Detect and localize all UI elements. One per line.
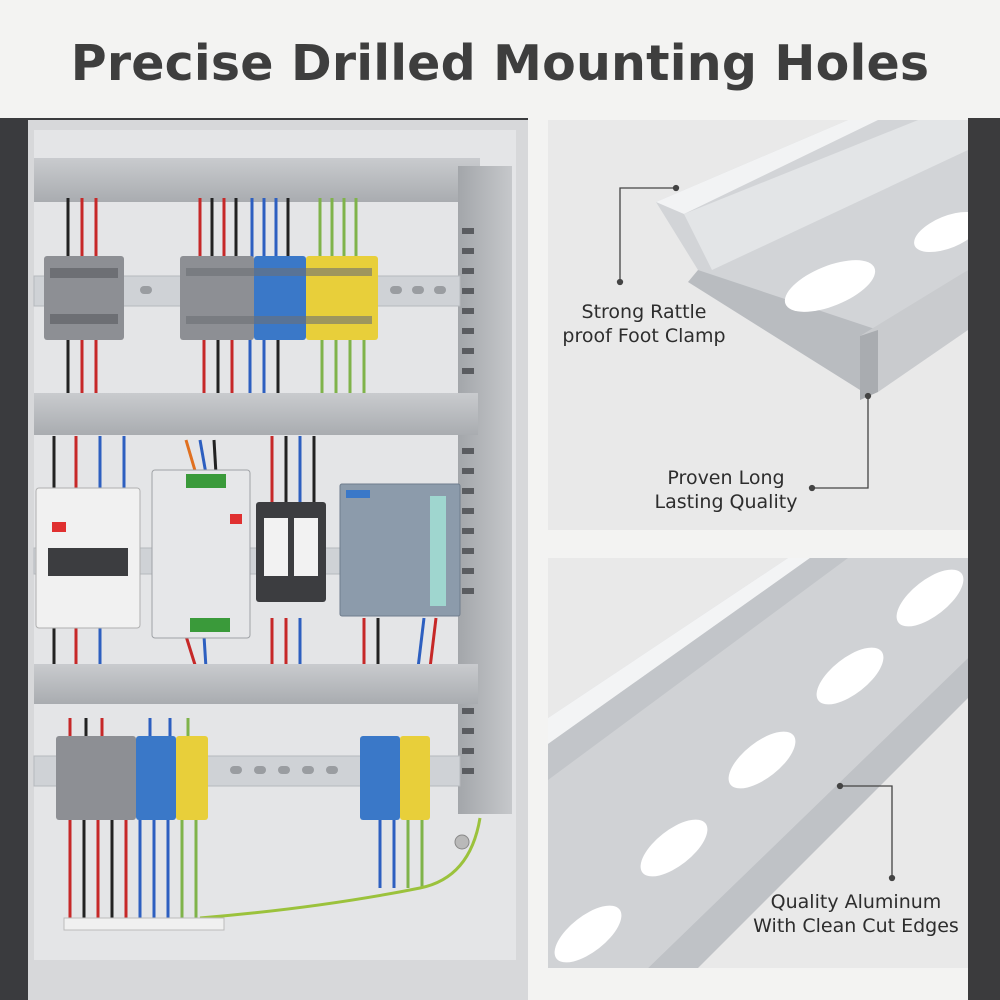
electrical-cabinet-image bbox=[0, 118, 528, 1000]
slotted-rail-image bbox=[548, 558, 968, 968]
relay-modules bbox=[256, 502, 326, 602]
page-title: Precise Drilled Mounting Holes bbox=[70, 35, 930, 92]
vertical-wire-duct bbox=[458, 166, 512, 814]
callout-quality-line2: Lasting Quality bbox=[654, 491, 798, 513]
circuit-breaker bbox=[35, 487, 141, 629]
power-supply bbox=[151, 469, 251, 639]
callout-quality-line1: Proven Long bbox=[667, 467, 785, 489]
plc-controller bbox=[339, 483, 461, 617]
rail-clamp-panel: Strong Rattle proof Foot Clamp Proven Lo… bbox=[548, 120, 968, 530]
callout-aluminum-line2: With Clean Cut Edges bbox=[753, 915, 959, 937]
callout-foot-clamp-line2: proof Foot Clamp bbox=[562, 325, 726, 347]
rail-holes-panel: Quality Aluminum With Clean Cut Edges bbox=[548, 558, 968, 968]
callout-quality: Proven Long Lasting Quality bbox=[646, 466, 806, 514]
right-border bbox=[968, 118, 1000, 1000]
callout-foot-clamp: Strong Rattle proof Foot Clamp bbox=[554, 300, 734, 348]
callout-aluminum-line1: Quality Aluminum bbox=[770, 891, 942, 913]
callout-aluminum: Quality Aluminum With Clean Cut Edges bbox=[744, 890, 968, 938]
terminal-blocks-row-1 bbox=[44, 256, 378, 340]
callout-lines-bottom bbox=[836, 782, 896, 882]
callout-lines-top bbox=[616, 184, 872, 492]
terminal-blocks-row-3 bbox=[56, 736, 430, 820]
callout-foot-clamp-line1: Strong Rattle bbox=[581, 301, 707, 323]
din-rail-image bbox=[656, 120, 968, 400]
